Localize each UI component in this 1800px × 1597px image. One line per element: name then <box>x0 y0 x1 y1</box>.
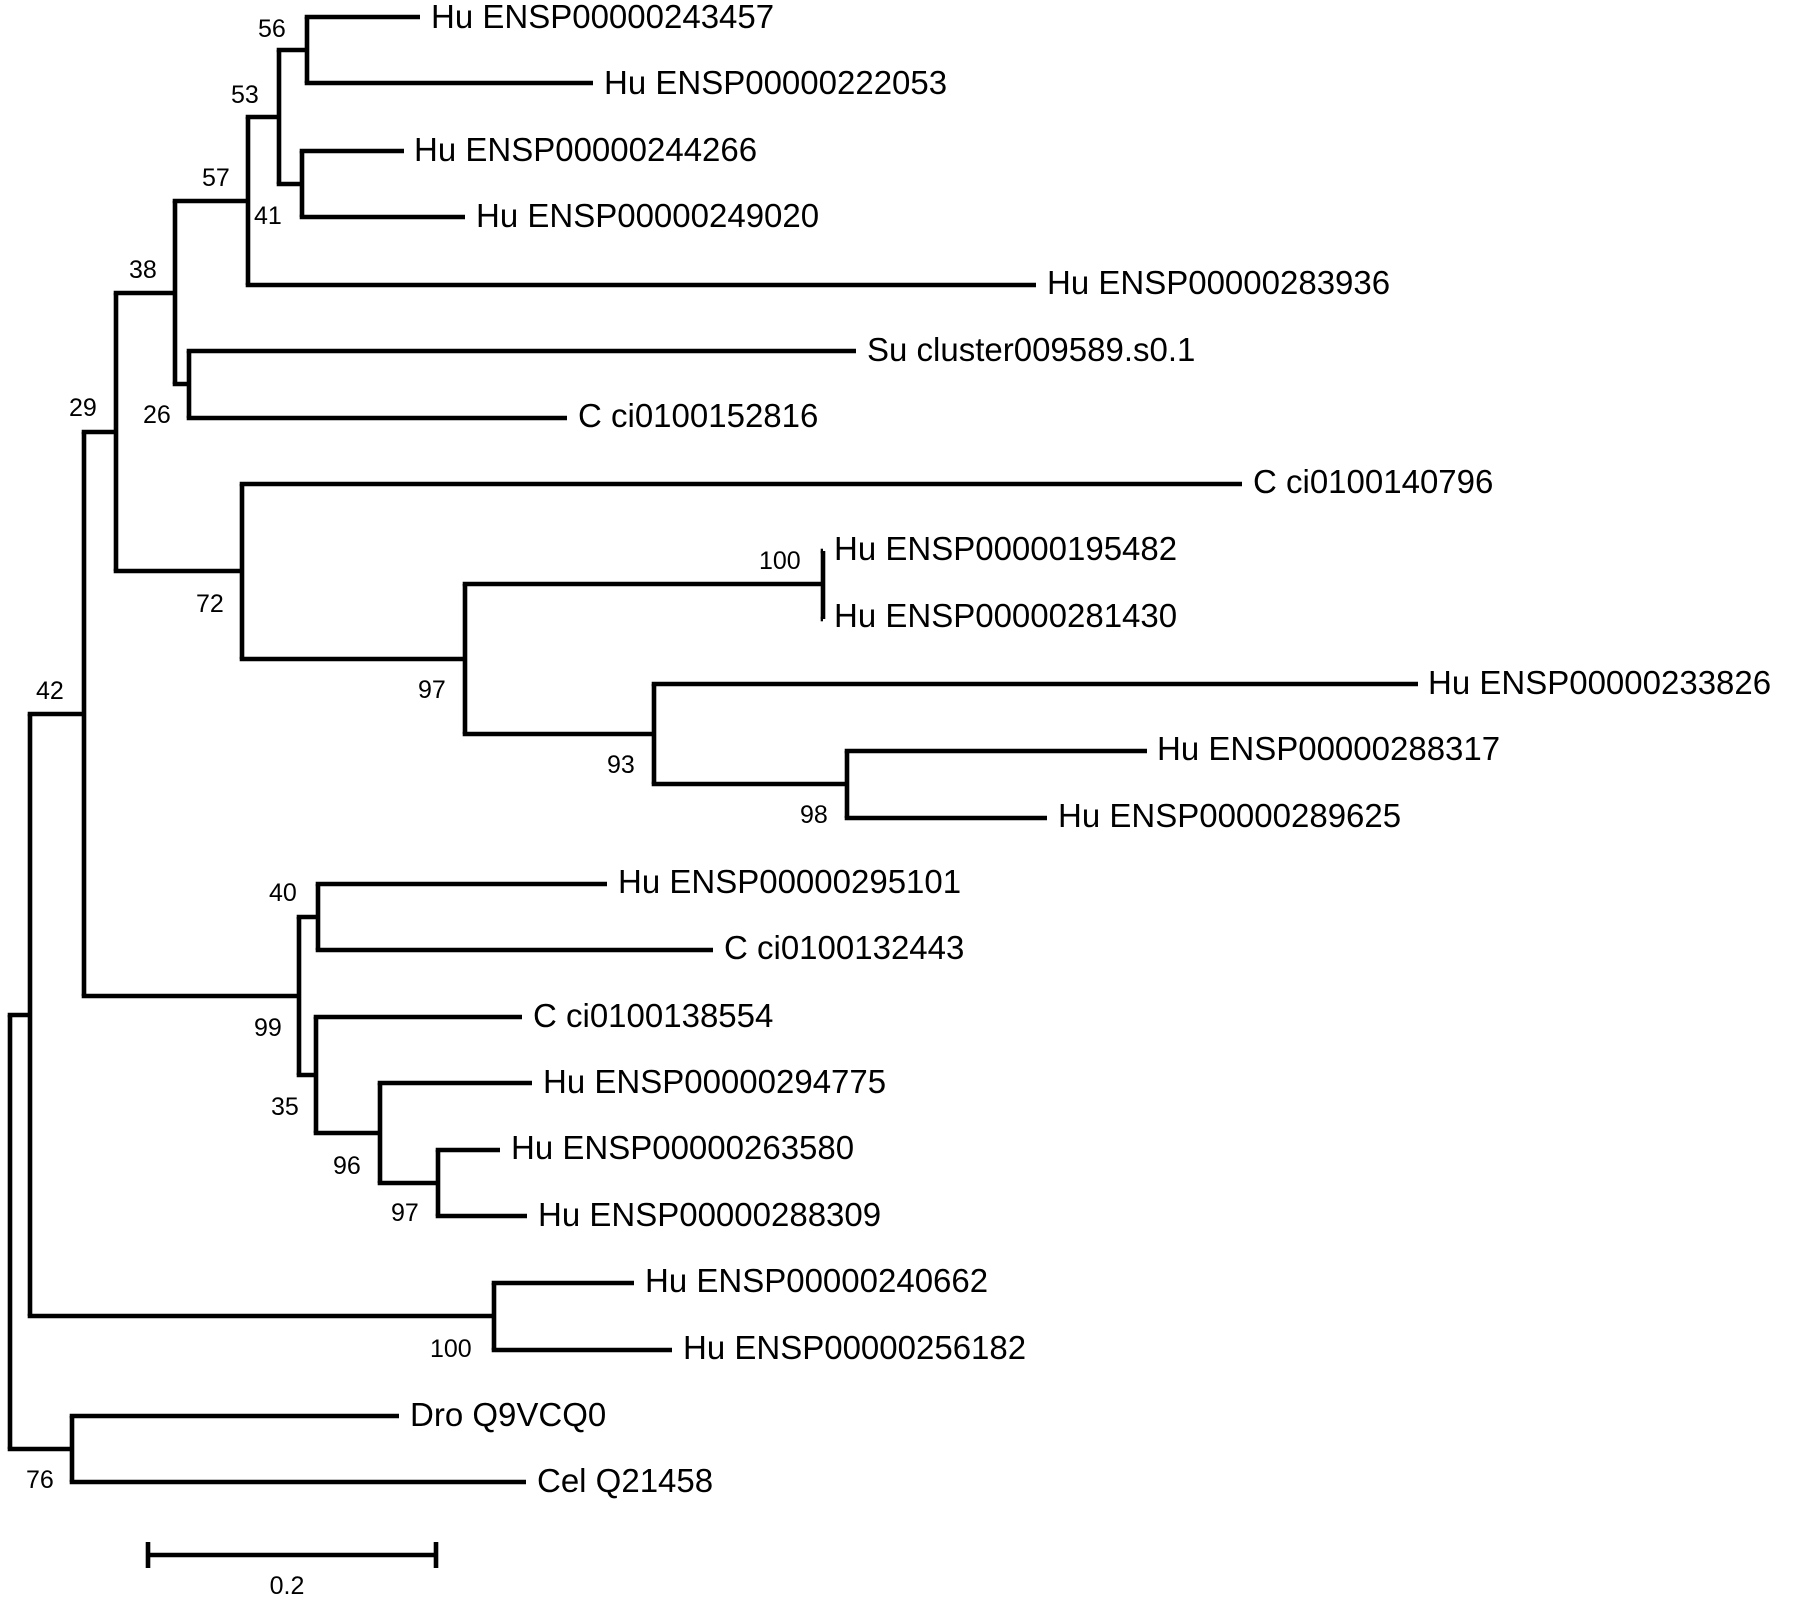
bootstrap-value: 29 <box>69 394 97 422</box>
leaf-label: Hu ENSP00000283936 <box>1047 264 1390 301</box>
bootstrap-value: 98 <box>800 801 828 829</box>
tree-branches <box>7 14 1418 1485</box>
leaf-label: Hu ENSP00000195482 <box>834 530 1177 567</box>
bootstrap-value: 97 <box>391 1199 419 1227</box>
bootstrap-value: 100 <box>430 1335 472 1363</box>
bootstrap-value: 38 <box>129 256 157 284</box>
bootstrap-value: 93 <box>607 751 635 779</box>
leaf-label: Hu ENSP00000244266 <box>414 131 757 168</box>
bootstrap-value: 26 <box>143 401 171 429</box>
leaf-label: Hu ENSP00000294775 <box>543 1063 886 1100</box>
leaf-label: Hu ENSP00000240662 <box>645 1262 988 1299</box>
bootstrap-value: 40 <box>269 879 297 907</box>
bootstrap-values: 56 53 41 57 38 26 29 72 100 97 93 98 42 … <box>26 15 828 1494</box>
leaf-label: C ci0100132443 <box>724 929 964 966</box>
leaf-label: Hu ENSP00000249020 <box>476 197 819 234</box>
leaf-label: Dro Q9VCQ0 <box>410 1396 606 1433</box>
scale-bar-label: 0.2 <box>270 1572 305 1597</box>
leaf-label: Cel Q21458 <box>537 1462 713 1499</box>
bootstrap-value: 35 <box>271 1093 299 1121</box>
leaf-label: Hu ENSP00000288317 <box>1157 730 1500 767</box>
bootstrap-value: 99 <box>254 1014 282 1042</box>
leaf-label: Hu ENSP00000281430 <box>834 597 1177 634</box>
leaf-label: Hu ENSP00000289625 <box>1058 797 1401 834</box>
bootstrap-value: 42 <box>36 677 64 705</box>
leaf-label: C ci0100140796 <box>1253 463 1493 500</box>
bootstrap-value: 53 <box>231 81 259 109</box>
leaf-label: Su cluster009589.s0.1 <box>867 331 1195 368</box>
leaf-label: C ci0100138554 <box>533 997 773 1034</box>
bootstrap-value: 56 <box>258 15 286 43</box>
leaf-labels: Hu ENSP00000243457 Hu ENSP00000222053 Hu… <box>410 0 1771 1499</box>
leaf-label: C ci0100152816 <box>578 397 818 434</box>
leaf-label: Hu ENSP00000233826 <box>1428 664 1771 701</box>
leaf-label: Hu ENSP00000243457 <box>431 0 774 35</box>
bootstrap-value: 72 <box>196 590 224 618</box>
bootstrap-value: 41 <box>254 202 282 230</box>
bootstrap-value: 96 <box>333 1152 361 1180</box>
scale-bar-line <box>145 1542 439 1568</box>
leaf-label: Hu ENSP00000295101 <box>618 863 961 900</box>
leaf-label: Hu ENSP00000256182 <box>683 1329 1026 1366</box>
leaf-label: Hu ENSP00000288309 <box>538 1196 881 1233</box>
bootstrap-value: 76 <box>26 1466 54 1494</box>
bootstrap-value: 57 <box>202 164 230 192</box>
leaf-label: Hu ENSP00000222053 <box>604 64 947 101</box>
leaf-label: Hu ENSP00000263580 <box>511 1129 854 1166</box>
bootstrap-value: 100 <box>759 547 801 575</box>
scale-bar: 0.2 <box>145 1542 439 1597</box>
bootstrap-value: 97 <box>418 676 446 704</box>
